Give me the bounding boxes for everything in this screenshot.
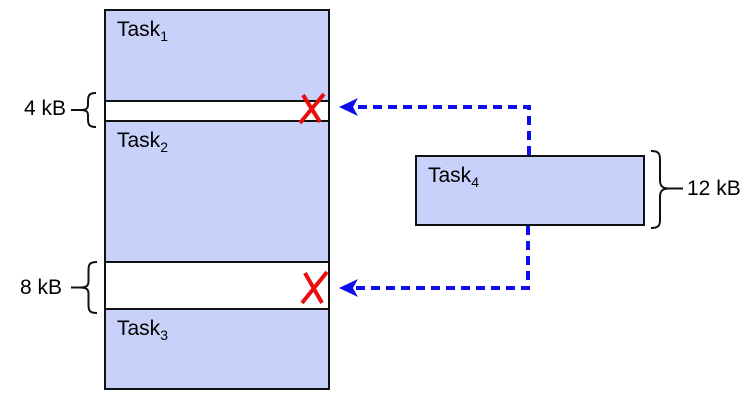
gap2-brace-icon xyxy=(71,261,98,314)
task1-block: Task1 xyxy=(104,9,330,102)
gap2-reject-x-icon xyxy=(300,270,329,305)
task2-block: Task2 xyxy=(104,120,330,263)
free-gap-8kb xyxy=(106,263,328,308)
task4-brace-icon xyxy=(650,150,683,229)
arrow-to-gap1-head-icon xyxy=(339,98,358,116)
arrow-to-gap2-head-icon xyxy=(339,279,358,297)
task4-size-label: 12 kB xyxy=(687,177,741,200)
gap2-size-label: 8 kB xyxy=(19,276,62,299)
arrow-to-gap2-line xyxy=(349,226,530,290)
task3-label: Task3 xyxy=(117,317,168,344)
task4-block: Task4 xyxy=(415,155,645,226)
task4-label: Task4 xyxy=(428,164,479,191)
gap1-size-label: 4 kB xyxy=(23,97,66,120)
arrow-to-gap1-line xyxy=(349,105,531,155)
task3-block: Task3 xyxy=(104,308,330,390)
gap1-reject-x-icon xyxy=(298,92,326,125)
task2-label: Task2 xyxy=(117,129,168,156)
free-gap-4kb xyxy=(106,102,328,120)
task1-label: Task1 xyxy=(117,18,168,45)
gap1-brace-icon xyxy=(71,92,97,128)
